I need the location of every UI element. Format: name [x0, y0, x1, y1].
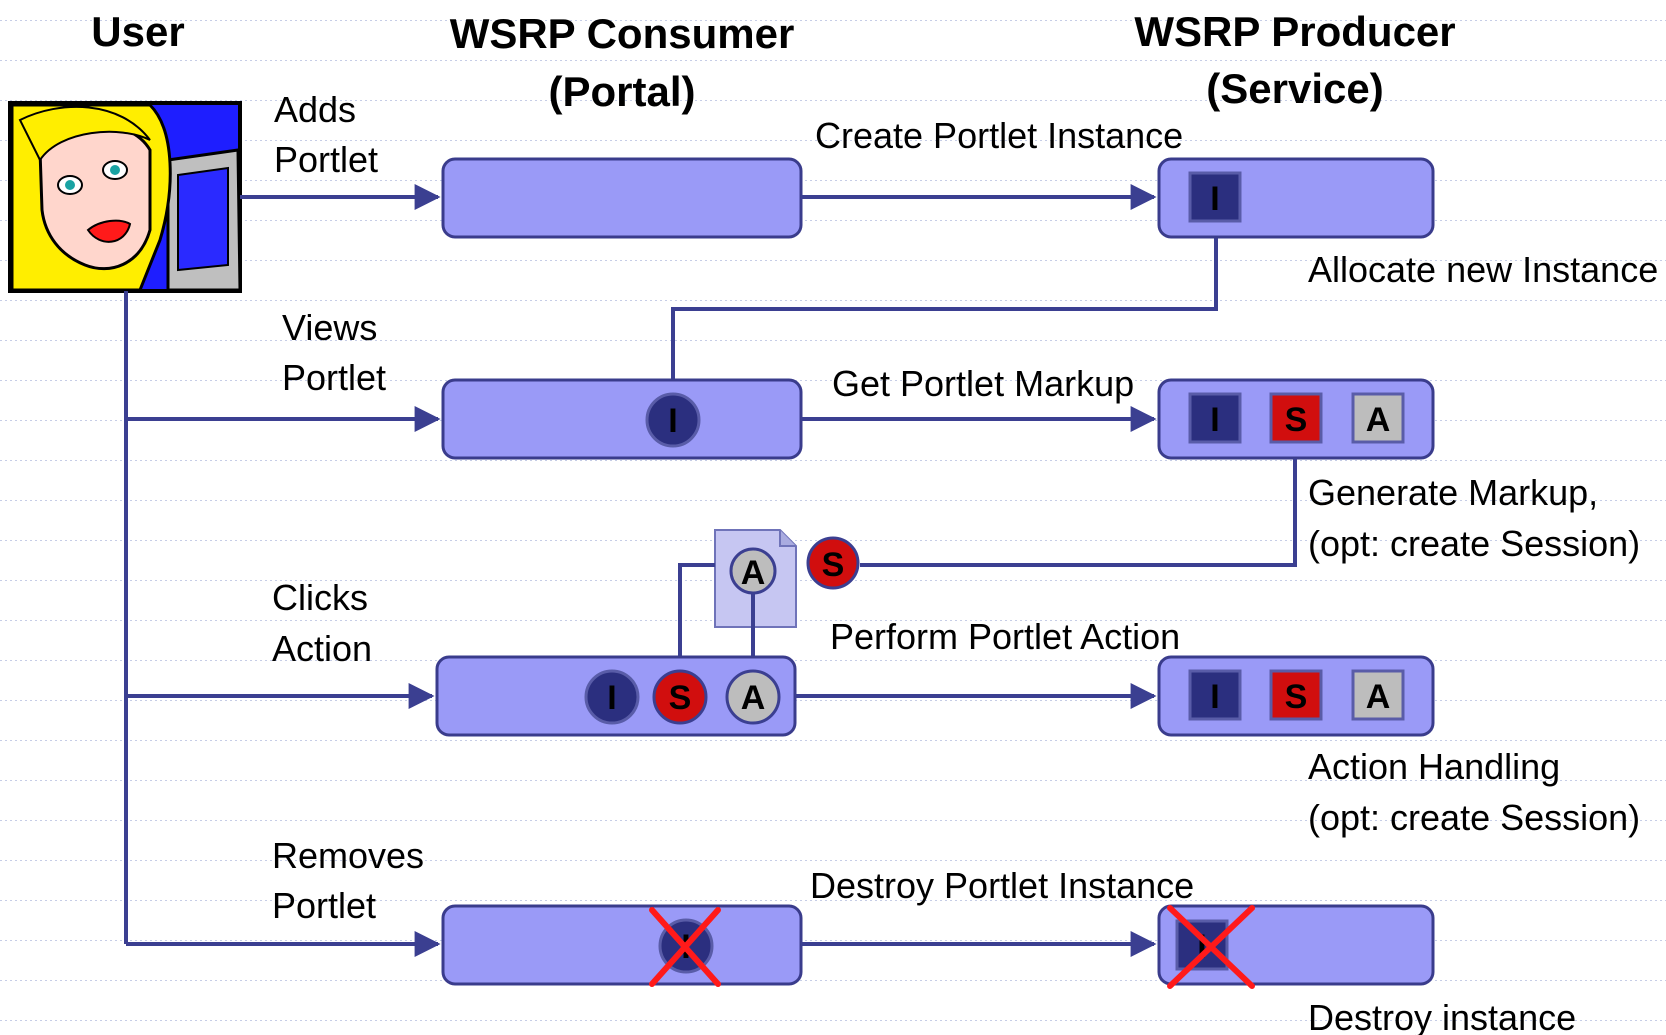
session-token-square: S: [1269, 392, 1323, 444]
header-user: User: [91, 8, 184, 55]
instance-token-round: I: [645, 392, 701, 448]
header-consumer: WSRP Consumer: [450, 10, 795, 57]
svg-text:I: I: [1210, 180, 1219, 218]
label-views-portlet: Portlet: [282, 357, 386, 398]
label-perform-action: Perform Portlet Action: [830, 616, 1180, 657]
svg-text:S: S: [1285, 401, 1308, 439]
note-allocate: Allocate new Instance: [1308, 249, 1658, 290]
action-token-round: A: [729, 547, 777, 595]
instance-token-square: I: [1188, 171, 1242, 223]
action-token-square: A: [1351, 669, 1405, 721]
user-at-computer-icon: [8, 101, 242, 293]
instance-token-square: I: [1188, 392, 1242, 444]
label-destroy-instance: Destroy Portlet Instance: [810, 865, 1194, 906]
svg-text:A: A: [741, 679, 766, 717]
svg-text:A: A: [1366, 678, 1391, 716]
label-clicks: Clicks: [272, 577, 368, 618]
label-removes: Removes: [272, 835, 424, 876]
arrow-session-to-consumer: [676, 563, 715, 673]
delete-x-icon: [1167, 905, 1255, 989]
session-token-square: S: [1269, 669, 1323, 721]
arrow-return-instance: [669, 238, 1218, 395]
consumer-box-4: [441, 904, 803, 986]
session-token-round: S: [806, 536, 860, 590]
consumer-box-1: [441, 157, 803, 239]
svg-text:A: A: [741, 554, 766, 592]
label-removes-portlet: Portlet: [272, 885, 376, 926]
svg-text:A: A: [1366, 401, 1391, 439]
label-adds-portlet: Portlet: [274, 139, 378, 180]
instance-token-square: I: [1188, 669, 1242, 721]
label-get-markup: Get Portlet Markup: [832, 363, 1134, 404]
consumer-box-2: [441, 378, 803, 460]
svg-text:I: I: [668, 402, 677, 440]
svg-text:I: I: [1210, 678, 1219, 716]
note-action-handling: Action Handling: [1308, 746, 1560, 787]
delete-x-icon: [649, 907, 721, 987]
header-producer: WSRP Producer: [1134, 8, 1455, 55]
action-token-square: A: [1351, 392, 1405, 444]
label-adds: Adds: [274, 89, 356, 130]
svg-text:S: S: [1285, 678, 1308, 716]
note-generate-session: (opt: create Session): [1308, 523, 1640, 564]
svg-text:S: S: [669, 679, 692, 717]
return-line-markup: [860, 458, 1297, 567]
session-token-round: S: [652, 669, 708, 725]
note-generate-markup: Generate Markup,: [1308, 472, 1598, 513]
instance-token-round: I: [584, 669, 640, 725]
action-token-round: A: [725, 669, 781, 725]
header-producer-sub: (Service): [1206, 65, 1383, 112]
svg-text:S: S: [822, 546, 845, 584]
svg-text:I: I: [1197, 928, 1206, 966]
svg-text:I: I: [607, 679, 616, 717]
label-create-instance: Create Portlet Instance: [815, 115, 1183, 156]
label-views: Views: [282, 307, 377, 348]
instance-token-square: I: [1175, 919, 1229, 971]
note-destroy: Destroy instance: [1308, 997, 1576, 1035]
note-action-session: (opt: create Session): [1308, 797, 1640, 838]
label-clicks-action: Action: [272, 628, 372, 669]
svg-text:I: I: [1210, 401, 1219, 439]
header-consumer-sub: (Portal): [549, 68, 696, 115]
